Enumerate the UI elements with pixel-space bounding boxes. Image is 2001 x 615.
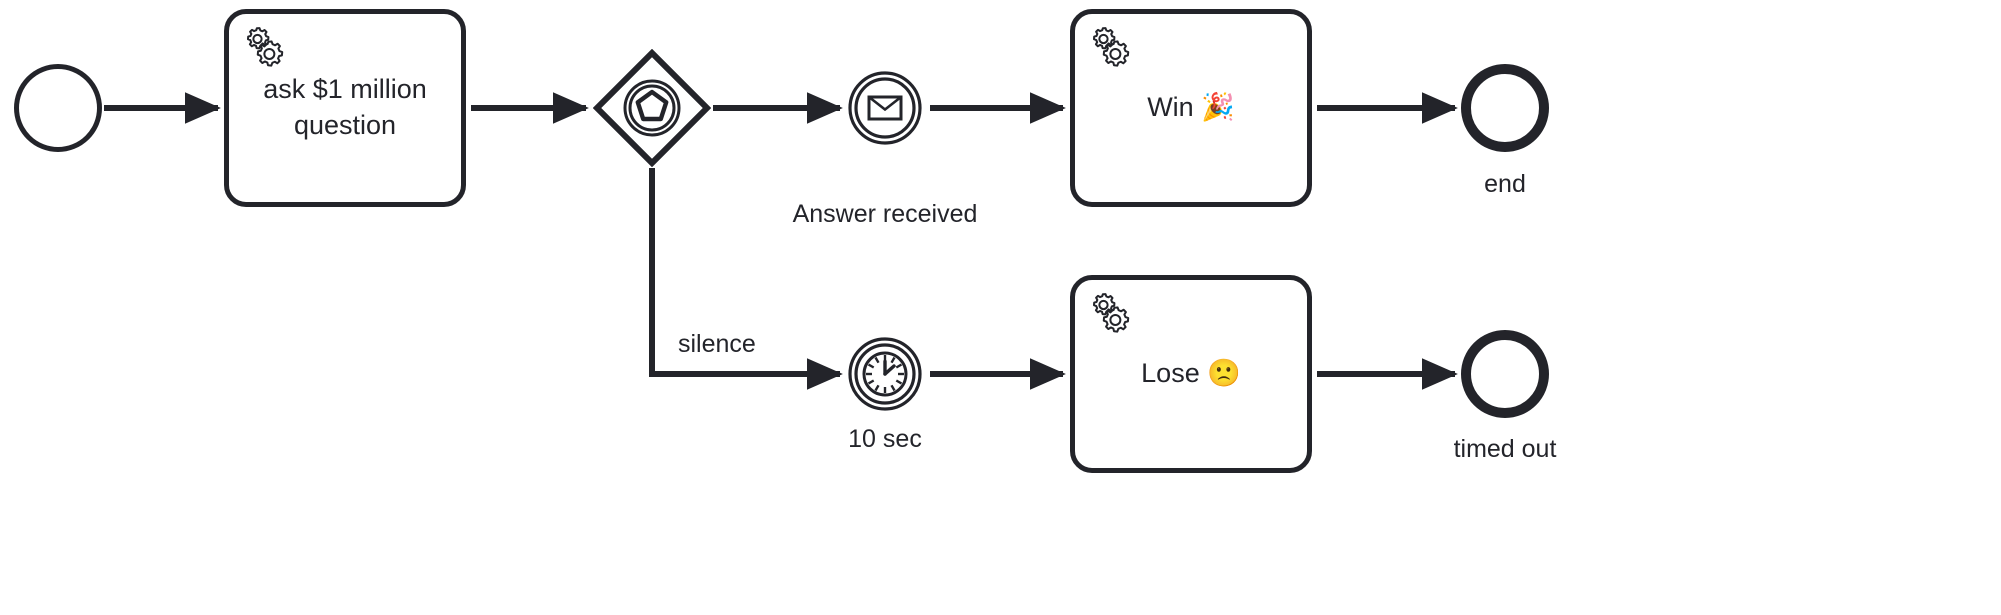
gears-icon: [1087, 24, 1133, 70]
win-task[interactable]: Win 🎉: [1070, 9, 1312, 207]
timed-out-end-event[interactable]: [1461, 330, 1549, 418]
lose-task[interactable]: Lose 🙁: [1070, 275, 1312, 473]
end-event[interactable]: [1461, 64, 1549, 152]
gears-icon: [1087, 290, 1133, 336]
start-event[interactable]: [14, 64, 102, 152]
end-event-label: end: [1484, 170, 1526, 198]
win-task-label: Win 🎉: [1147, 92, 1235, 123]
timer-intermediate-catch-event[interactable]: [847, 336, 923, 412]
envelope-icon: [867, 95, 903, 121]
clock-icon: [862, 351, 908, 397]
gears-icon: [241, 24, 287, 70]
event-based-gateway[interactable]: [592, 48, 712, 168]
timer-event-label: 10 sec: [848, 425, 922, 453]
ask-question-task-label: ask $1 million question: [263, 74, 427, 140]
message-event-label: Answer received: [792, 200, 978, 228]
lose-task-label: Lose 🙁: [1141, 358, 1241, 389]
gateway-inner-circle: [628, 84, 676, 132]
flow-silence-label: silence: [678, 330, 756, 358]
pentagon-icon: [635, 89, 669, 122]
gateway-outer-circle: [623, 79, 681, 137]
ask-question-task[interactable]: ask $1 million question: [224, 9, 466, 207]
timed-out-end-event-label: timed out: [1453, 435, 1557, 463]
message-intermediate-catch-event[interactable]: [847, 70, 923, 146]
